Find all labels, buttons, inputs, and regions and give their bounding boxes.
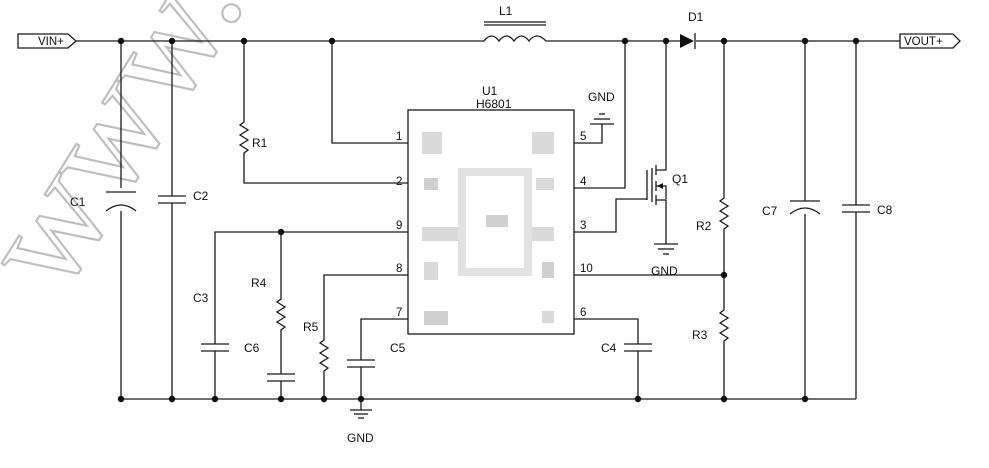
vin-label: VIN+ — [38, 36, 64, 48]
resistor-r5: R5 — [303, 274, 408, 399]
u1-ref-label: U1 — [482, 84, 498, 98]
r3-label: R3 — [692, 328, 708, 342]
r5-label: R5 — [303, 320, 319, 334]
c3-label: C3 — [193, 291, 209, 305]
pin-1-label: 1 — [396, 131, 402, 143]
pin-7-label: 7 — [396, 307, 402, 319]
ground-symbol-bottom: GND — [347, 409, 374, 445]
capacitor-c4: C4 — [574, 318, 652, 399]
c5-label: C5 — [390, 341, 406, 355]
resistor-r1: R1 — [238, 41, 408, 184]
capacitor-c7: C7 — [762, 41, 821, 399]
resistor-r3: R3 — [692, 309, 730, 399]
l1-label: L1 — [499, 4, 513, 18]
inductor-l1: L1 — [483, 4, 547, 43]
junction-dots — [117, 37, 860, 403]
pin-10-label: 10 — [580, 263, 593, 275]
gnd-label-top: GND — [588, 90, 615, 104]
pin-2-label: 2 — [396, 176, 402, 188]
pin-3-label: 3 — [580, 220, 586, 232]
capacitor-c3: C3 — [193, 291, 229, 352]
vin-port: VIN+ — [17, 33, 77, 49]
q1-label: Q1 — [672, 172, 688, 186]
pin-4-label: 4 — [580, 176, 587, 188]
c8-label: C8 — [877, 203, 893, 217]
pin-5-label: 5 — [580, 131, 586, 143]
pin1-wire — [331, 41, 408, 144]
d1-label: D1 — [688, 10, 704, 24]
capacitor-c2: C2 — [158, 41, 209, 399]
c4-label: C4 — [601, 341, 617, 355]
c2-label: C2 — [193, 189, 209, 203]
r2-label: R2 — [696, 219, 712, 233]
pin4-wire — [574, 41, 626, 189]
capacitor-c1: C1 — [70, 191, 137, 212]
capacitor-c8: C8 — [842, 203, 893, 217]
c6-label: C6 — [244, 341, 260, 355]
vout-port: VOUT+ — [899, 33, 961, 49]
gnd-label-q1: GND — [651, 264, 678, 278]
capacitor-c5: C5 — [347, 318, 408, 410]
r4-label: R4 — [251, 276, 267, 290]
pin-9-label: 9 — [396, 220, 402, 232]
u1-part-label: H6801 — [476, 97, 512, 111]
mosfet-q1: Q1 — [574, 41, 688, 244]
c1-label: C1 — [70, 195, 86, 209]
resistor-r2: R2 — [696, 41, 730, 310]
ground-symbol-q1: GND — [651, 243, 678, 278]
c7-label: C7 — [762, 204, 778, 218]
ic-u1: U1 H6801 — [407, 84, 575, 335]
diode-d1: D1 — [680, 10, 704, 49]
pin-6-label: 6 — [580, 307, 586, 319]
vout-label: VOUT+ — [904, 36, 943, 48]
pin9-wire — [214, 231, 408, 399]
gnd-label-bottom: GND — [347, 431, 374, 445]
r1-label: R1 — [252, 136, 268, 150]
resistor-r4: R4 C6 — [244, 232, 295, 399]
pin5-wire — [574, 124, 603, 144]
ground-symbol-top: GND — [588, 90, 615, 125]
pin-8-label: 8 — [396, 263, 402, 275]
